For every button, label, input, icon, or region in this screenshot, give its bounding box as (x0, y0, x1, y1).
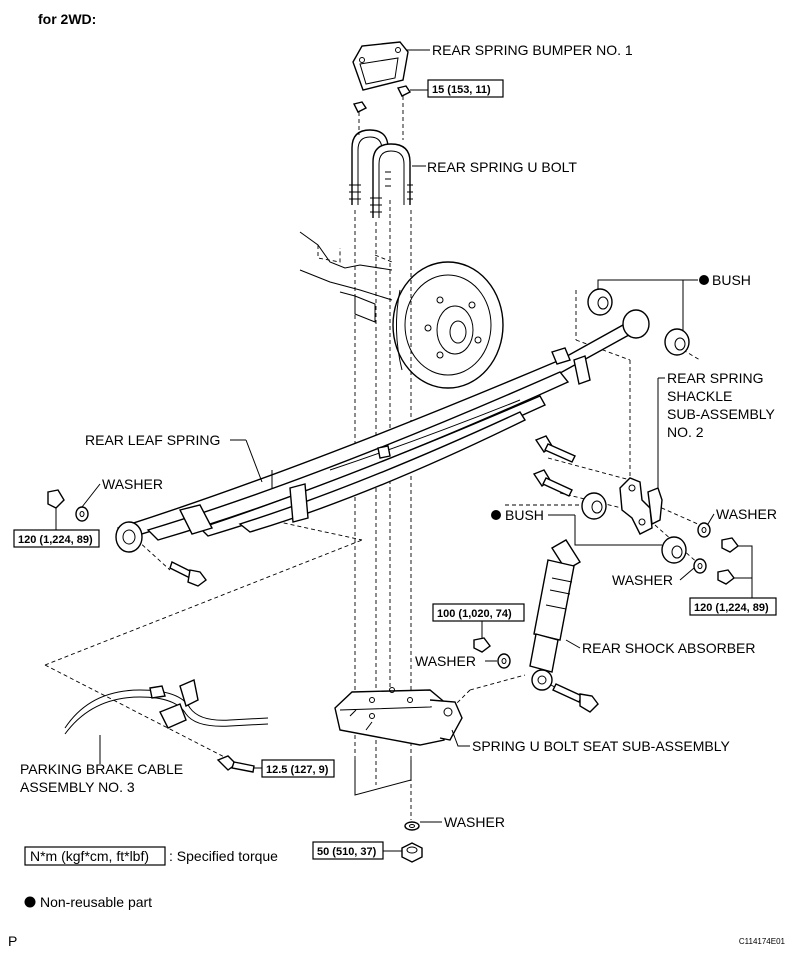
torque-ubolt-nut: 50 (510, 37) (317, 846, 377, 858)
rear-leaf-spring (115, 309, 650, 553)
bush-top-left (587, 288, 613, 316)
label-washer-shock: WASHER (415, 653, 476, 669)
bottom-nut (401, 842, 423, 863)
shackle-washer-upper (697, 522, 711, 538)
non-reusable-dot-legend (24, 896, 36, 908)
torque-cable: 12.5 (127, 9) (266, 764, 329, 776)
shock-top-nut (473, 637, 491, 653)
shackle-bolt-upper (534, 435, 576, 463)
cable-bolt (216, 755, 255, 773)
bottom-washer (404, 821, 420, 831)
label-shackle-2: SHACKLE (667, 388, 732, 404)
torque-bumper: 15 (153, 11) (432, 84, 491, 96)
legend-torque-unit: N*m (kgf*cm, ft*lbf) (30, 848, 149, 864)
label-shackle-4: NO. 2 (667, 424, 704, 440)
shackle-nut-lower (717, 569, 735, 585)
diagram-title: for 2WD: (38, 11, 96, 27)
rear-spring-u-bolt (349, 129, 413, 218)
label-washer-left: WASHER (102, 476, 163, 492)
label-washer-shackle: WASHER (612, 572, 673, 588)
torque-left-eye: 120 (1,224, 89) (18, 534, 93, 546)
label-rear-shock-absorber: REAR SHOCK ABSORBER (582, 640, 756, 656)
bush-mid-left (581, 492, 607, 520)
non-reusable-dot-top (699, 275, 709, 285)
torque-shock-top: 100 (1,020, 74) (437, 608, 512, 620)
legend-nonreusable: Non-reusable part (40, 894, 152, 910)
label-spring-u-bolt-seat: SPRING U BOLT SEAT SUB-ASSEMBLY (472, 738, 730, 754)
label-washer-right: WASHER (716, 506, 777, 522)
label-rear-leaf-spring: REAR LEAF SPRING (85, 432, 220, 448)
shackle-nut-upper (721, 537, 739, 553)
left-eye-bolt (169, 561, 207, 587)
label-shackle-1: REAR SPRING (667, 370, 763, 386)
left-eye-nut (47, 489, 65, 509)
shock-top-washer (497, 653, 511, 669)
label-rear-spring-u-bolt: REAR SPRING U BOLT (427, 159, 577, 175)
rear-spring-bumper (352, 41, 409, 91)
shock-bolt (552, 683, 599, 713)
footer-code: C114174E01 (739, 937, 786, 946)
label-cable-1: PARKING BRAKE CABLE (20, 761, 183, 777)
label-shackle-3: SUB-ASSEMBLY (667, 406, 776, 422)
label-washer-bottom: WASHER (444, 814, 505, 830)
rear-spring-shackle (619, 477, 663, 535)
parking-brake-cable (64, 679, 269, 735)
bush-top-right (664, 328, 690, 356)
shackle-bolt-lower (532, 469, 573, 497)
bush-mid-right (661, 536, 687, 564)
bumper-nut-right (396, 85, 412, 97)
non-reusable-dot-mid (491, 510, 501, 520)
legend-torque-box (24, 846, 166, 866)
shackle-washer-lower (693, 558, 707, 574)
label-bush-top: BUSH (712, 272, 751, 288)
spring-u-bolt-seat (334, 687, 463, 746)
legend-torque-text: : Specified torque (169, 848, 278, 864)
footer-left: P (8, 933, 17, 949)
label-bush-mid: BUSH (505, 507, 544, 523)
label-cable-2: ASSEMBLY NO. 3 (20, 779, 135, 795)
brake-drum (392, 261, 504, 389)
left-eye-washer (75, 506, 89, 522)
rear-shock-absorber (529, 539, 581, 691)
torque-shackle: 120 (1,224, 89) (694, 602, 769, 614)
axle-housing (299, 231, 393, 323)
legend: N*m (kgf*cm, ft*lbf) : Specified torque … (24, 846, 278, 910)
label-rear-spring-bumper: REAR SPRING BUMPER NO. 1 (432, 42, 633, 58)
bumper-nut-left (352, 101, 368, 113)
